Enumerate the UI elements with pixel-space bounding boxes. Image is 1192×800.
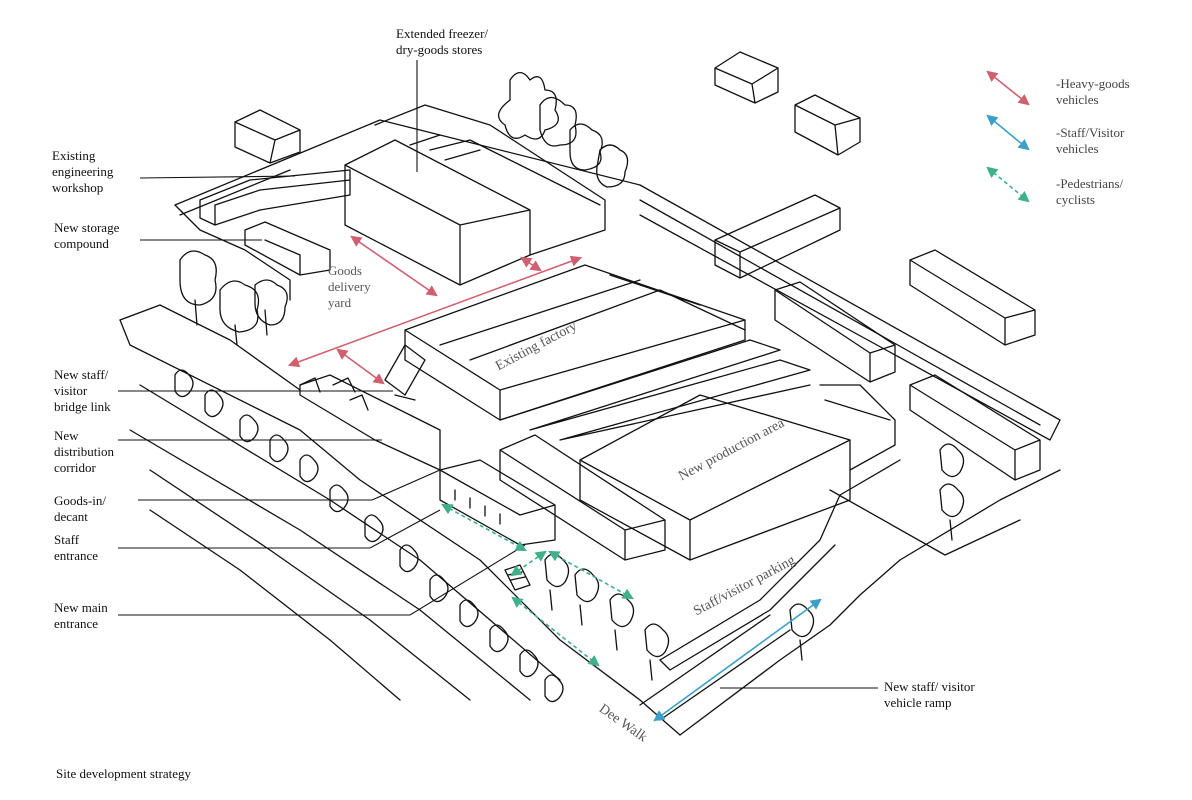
existing-factory — [404, 264, 746, 421]
storage-compound — [244, 221, 331, 276]
hgv-arrow-3 — [336, 348, 385, 385]
workshop-building — [199, 169, 351, 226]
river-bank-2 — [119, 319, 681, 736]
road-north — [174, 119, 1061, 441]
bank-line-d — [149, 509, 401, 701]
ramp-edge-2 — [659, 629, 791, 721]
freezer-roof-lines — [409, 134, 481, 161]
staff-arrow-ramp — [653, 598, 822, 722]
factory-roof-ridges — [439, 274, 746, 361]
trees-west — [179, 250, 288, 333]
legend-ped-arrow — [986, 166, 1030, 203]
new-production-area — [579, 394, 851, 561]
leader-workshop — [139, 175, 296, 179]
factory-sawtooth — [499, 339, 811, 441]
label-goods-in: Goods-in/ decant — [54, 493, 106, 524]
label-main-entrance: New main entrance — [54, 600, 108, 631]
hgv-arrow-2 — [287, 255, 583, 368]
leader-staff-entrance — [118, 509, 441, 549]
ped-arrow-1 — [441, 503, 527, 552]
label-staff-entrance: Staff entrance — [54, 532, 99, 563]
house-row-3 — [909, 249, 1036, 346]
label-bridge-link: New staff/ visitor bridge link — [54, 367, 111, 414]
road-north-inner — [179, 169, 1041, 426]
east-field — [829, 489, 1021, 556]
house-row-1 — [714, 194, 841, 279]
label-freezer-stores: Extended freezer/ dry-goods stores — [396, 26, 489, 57]
ped-arrow-2 — [511, 596, 600, 667]
legend-staff: -Staff/Visitor vehicles — [1056, 125, 1125, 156]
ped-arrow-4 — [510, 550, 547, 577]
road-east — [679, 469, 1061, 736]
bank-line-b — [129, 429, 531, 701]
distribution-corridor — [299, 374, 441, 471]
hgv-arrow-4 — [520, 256, 542, 272]
house-1 — [234, 109, 301, 164]
label-delivery-yard: Goods delivery yard — [328, 263, 371, 310]
river-bank-1 — [119, 304, 301, 391]
leader-goods-in — [138, 469, 441, 501]
legend-hgv-arrow — [986, 70, 1030, 106]
main-entrance-block — [439, 459, 556, 546]
label-vehicle-ramp: New staff/ visitor vehicle ramp — [884, 679, 975, 710]
figure-caption: Site development strategy — [56, 766, 192, 781]
production-annex — [819, 384, 896, 471]
entrance-windows — [454, 489, 501, 525]
label-distribution-corridor: New distribution corridor — [54, 428, 114, 475]
leader-main-entrance — [118, 544, 526, 616]
bank-line-c — [149, 469, 471, 701]
house-2 — [714, 51, 779, 104]
legend-staff-arrow — [986, 114, 1030, 151]
ped-arrow-3 — [548, 550, 634, 600]
label-engineering-workshop: Existing engineering workshop — [52, 148, 114, 195]
house-row-4 — [909, 374, 1041, 481]
corridor-small-boxes — [299, 377, 369, 411]
steps — [504, 564, 531, 591]
freezer-store-main — [344, 139, 531, 286]
legend-hgv: -Heavy-goods vehicles — [1056, 76, 1130, 107]
house-row-2 — [774, 281, 896, 383]
goods-in-block — [499, 434, 666, 561]
house-3 — [794, 94, 861, 156]
trees-north — [498, 71, 629, 188]
bank-line-a — [139, 384, 561, 681]
label-storage-compound: New storage compound — [54, 220, 120, 251]
legend-pedestrian: -Pedestrians/ cyclists — [1056, 176, 1124, 207]
